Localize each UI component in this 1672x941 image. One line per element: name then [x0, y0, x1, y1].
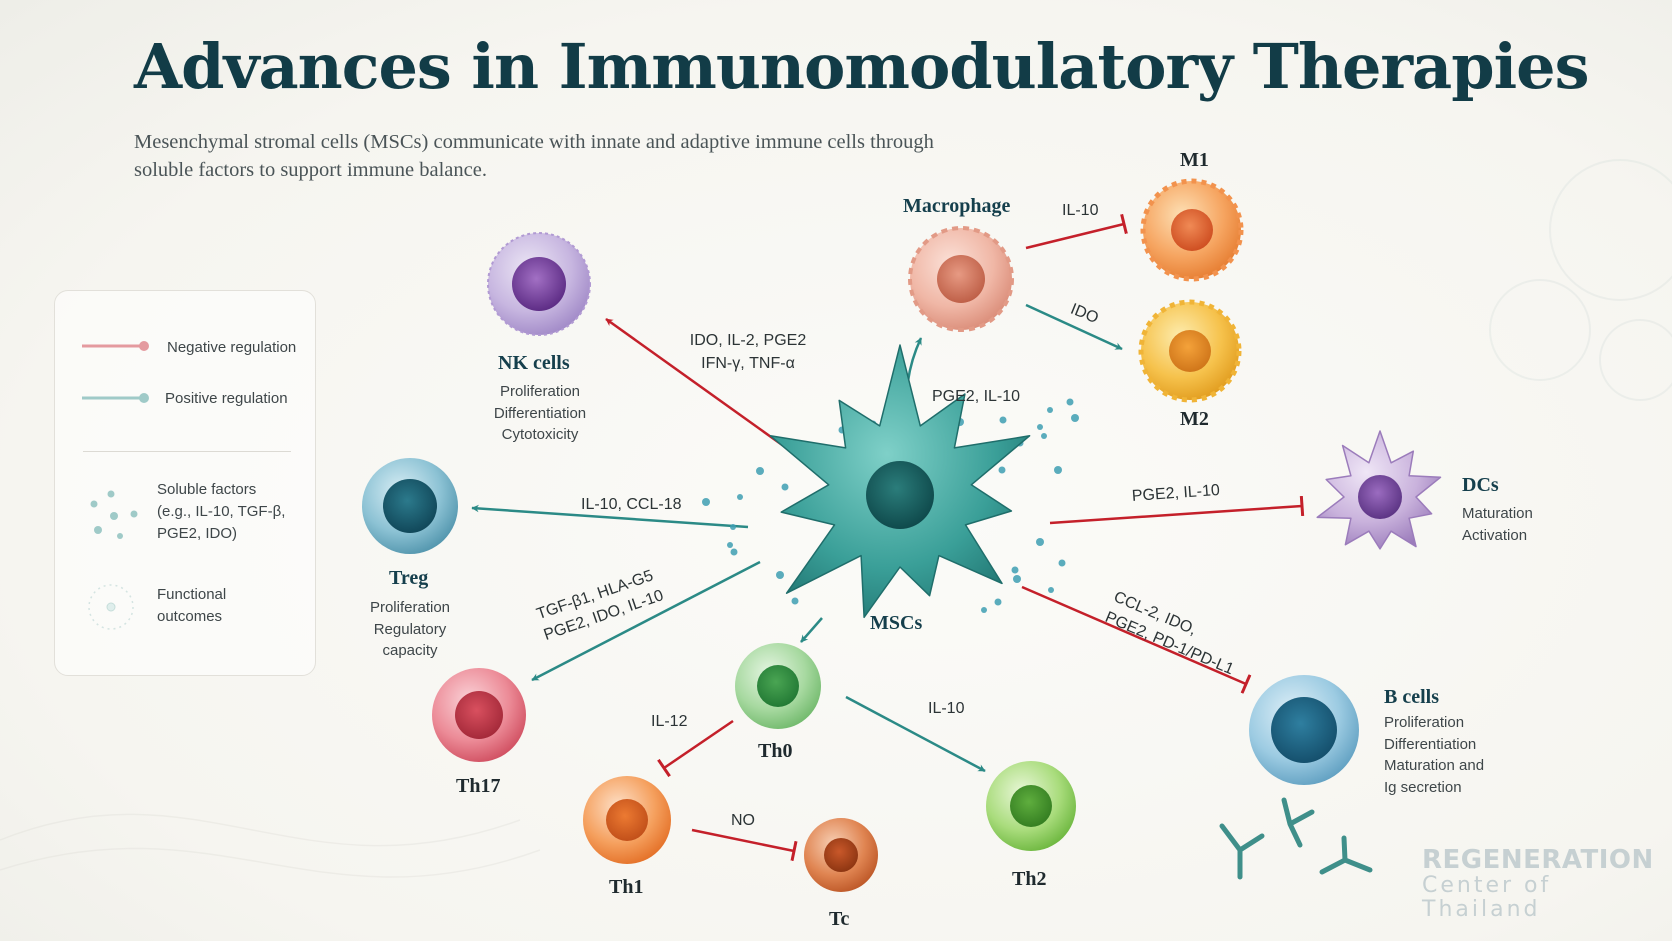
m2-cell — [1138, 299, 1242, 403]
msc-label: MSCs — [870, 612, 923, 634]
tc-label: Tc — [829, 908, 850, 930]
antibody-icon — [1219, 797, 1373, 880]
dc-cell — [1316, 430, 1442, 550]
treg-cell — [362, 458, 458, 554]
inhibit-th1-to-tc — [691, 828, 798, 862]
b-label: B cells — [1384, 686, 1439, 708]
msc-cell — [769, 344, 1031, 619]
th2-label: Th2 — [1012, 868, 1047, 890]
th1-cell — [583, 776, 671, 864]
macrophage-label: Macrophage — [903, 195, 1011, 217]
legend-positive-label: Positive regulation — [165, 390, 288, 407]
legend-negative-label: Negative regulation — [167, 339, 297, 356]
page-title: Advances in Immunomodulatory Therapies — [134, 30, 1589, 103]
inhibit-th0-to-th1 — [657, 719, 734, 778]
legend-divider — [83, 451, 291, 452]
arrow-msc-to-th17 — [531, 560, 761, 682]
arrow-macrophage-to-m2 — [1025, 303, 1123, 351]
factor-treg: IL-10, CCL-18 — [581, 496, 682, 513]
arrow-msc-to-treg — [471, 504, 749, 529]
legend-soluble-label: Soluble factors (e.g., IL-10, TGF-β, PGE… — [157, 481, 286, 542]
th0-label: Th0 — [758, 740, 793, 762]
th2-cell — [986, 761, 1076, 851]
factor-nk: IDO, IL-2, PGE2 IFN-γ, TNF-α — [689, 332, 807, 372]
factor-m1: IL-10 — [1062, 202, 1099, 219]
factor-th1: IL-12 — [651, 713, 688, 730]
factor-th2: IL-10 — [928, 700, 965, 717]
m1-label: M1 — [1180, 149, 1209, 171]
arrow-th0-to-th2 — [845, 695, 986, 773]
legend-functional-label: Functional outcomes — [157, 586, 227, 625]
macrophage-cell — [908, 226, 1014, 332]
th17-label: Th17 — [456, 775, 501, 797]
m2-label: M2 — [1180, 408, 1209, 430]
nk-cell — [487, 232, 591, 336]
factor-tc: NO — [731, 812, 755, 829]
th1-label: Th1 — [609, 876, 644, 898]
inhibit-msc-to-dc — [1049, 495, 1305, 525]
treg-label: Treg — [389, 567, 429, 589]
nk-outcomes: Proliferation Differentiation Cytotoxici… — [493, 383, 587, 443]
th0-cell — [735, 643, 821, 729]
inhibit-macrophage-to-m1 — [1025, 213, 1128, 250]
nk-label: NK cells — [498, 352, 570, 374]
m1-cell — [1140, 178, 1244, 282]
watermark-logo: REGENERATION Center of Thailand — [1422, 845, 1654, 922]
dc-label: DCs — [1462, 474, 1499, 496]
legend-panel: Negative regulation Positive regulation … — [54, 290, 316, 676]
inhibit-msc-to-bcells — [1021, 585, 1252, 694]
arrow-msc-to-th0 — [800, 617, 823, 643]
page-subtitle: Mesenchymal stromal cells (MSCs) communi… — [134, 131, 934, 181]
th17-cell — [432, 668, 526, 762]
b-outcomes: Proliferation Differentiation Maturation… — [1384, 714, 1485, 796]
tc-cell — [804, 818, 878, 892]
dc-outcomes: Maturation Activation — [1462, 505, 1533, 544]
factor-macrophage: PGE2, IL-10 — [932, 388, 1021, 405]
treg-outcomes: Proliferation Regulatory capacity — [369, 599, 451, 659]
background-decoration — [0, 159, 1672, 878]
b-cell — [1249, 675, 1359, 785]
